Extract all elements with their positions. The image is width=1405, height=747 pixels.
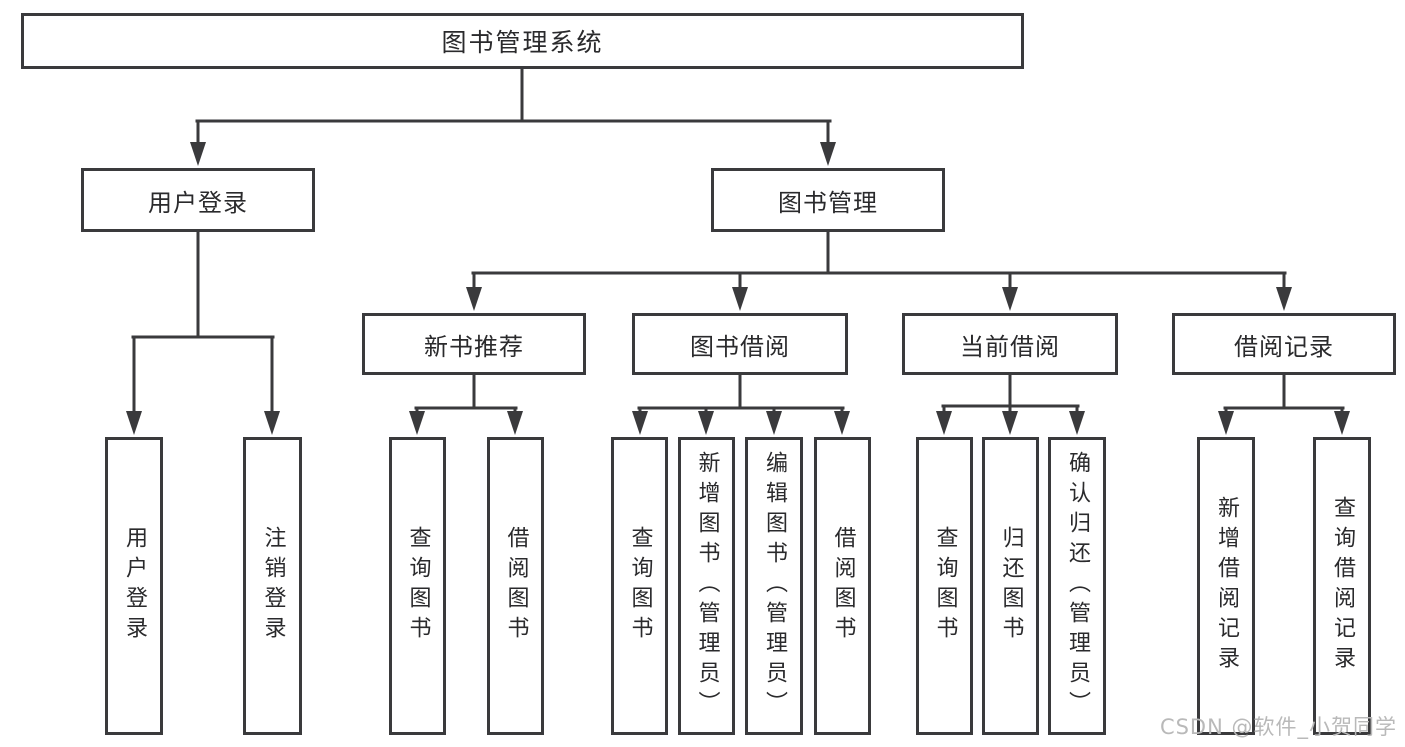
arrowhead-icon [190, 142, 206, 166]
arrowhead-icon [766, 411, 782, 435]
leaf-query-borrow-record: 查询借阅记录 [1313, 437, 1371, 735]
arrowhead-icon [507, 411, 523, 435]
node-current-borrowing: 当前借阅 [902, 313, 1118, 375]
leaf-edit-books-admin: 编辑图书（管理员） [745, 437, 803, 735]
node-label: 当前借阅 [960, 332, 1060, 361]
node-label: 新增借阅记录 [1214, 496, 1239, 676]
arrowhead-icon [936, 411, 952, 435]
leaf-logout: 注销登录 [243, 437, 302, 735]
leaf-confirm-return-admin: 确认归还（管理员） [1048, 437, 1106, 735]
leaf-query-books-borrow: 查询图书 [611, 437, 668, 735]
node-borrowing-records: 借阅记录 [1172, 313, 1396, 375]
arrowhead-icon [264, 411, 280, 435]
node-label: 图书管理系统 [441, 28, 604, 57]
arrowhead-icon [632, 411, 648, 435]
arrowhead-icon [466, 287, 482, 311]
leaf-add-borrow-record: 新增借阅记录 [1197, 437, 1255, 735]
node-label: 图书管理 [778, 188, 878, 217]
node-label: 用户登录 [122, 526, 147, 646]
node-label: 图书借阅 [690, 332, 790, 361]
node-label: 编辑图书（管理员） [762, 451, 787, 721]
arrowhead-icon [820, 142, 836, 166]
arrowhead-icon [126, 411, 142, 435]
arrowhead-icon [1218, 411, 1234, 435]
node-label: 查询图书 [627, 526, 653, 646]
leaf-query-books-recommend: 查询图书 [389, 437, 446, 735]
arrowhead-icon [834, 411, 850, 435]
node-library-management-system: 图书管理系统 [21, 13, 1024, 69]
node-label: 借阅记录 [1234, 332, 1334, 361]
node-label: 新书推荐 [424, 332, 524, 361]
leaf-borrow-books-recommend: 借阅图书 [487, 437, 544, 735]
arrowhead-icon [409, 411, 425, 435]
leaf-query-books-current: 查询图书 [916, 437, 973, 735]
node-label: 注销登录 [260, 526, 286, 646]
node-label: 借阅图书 [503, 526, 529, 646]
leaf-add-books-admin: 新增图书（管理员） [678, 437, 735, 735]
node-label: 归还图书 [998, 526, 1024, 646]
node-user-login: 用户登录 [81, 168, 315, 232]
node-label: 新增图书（管理员） [694, 451, 720, 721]
leaf-user-login: 用户登录 [105, 437, 163, 735]
arrowhead-icon [1334, 411, 1350, 435]
node-label: 查询图书 [932, 526, 958, 646]
node-label: 用户登录 [148, 188, 248, 217]
node-new-book-recommendation: 新书推荐 [362, 313, 586, 375]
arrowhead-icon [1276, 287, 1292, 311]
node-book-management: 图书管理 [711, 168, 945, 232]
node-label: 确认归还（管理员） [1065, 451, 1090, 721]
node-label: 查询图书 [405, 526, 431, 646]
node-label: 查询借阅记录 [1330, 496, 1355, 676]
node-label: 借阅图书 [830, 526, 856, 646]
arrowhead-icon [732, 287, 748, 311]
arrowhead-icon [698, 411, 714, 435]
leaf-return-books: 归还图书 [982, 437, 1039, 735]
node-book-borrowing: 图书借阅 [632, 313, 848, 375]
arrowhead-icon [1002, 287, 1018, 311]
arrowhead-icon [1002, 411, 1018, 435]
arrowhead-icon [1069, 411, 1085, 435]
leaf-borrow-books: 借阅图书 [814, 437, 871, 735]
csdn-watermark: CSDN @软件_小贺同学 [1159, 715, 1397, 739]
